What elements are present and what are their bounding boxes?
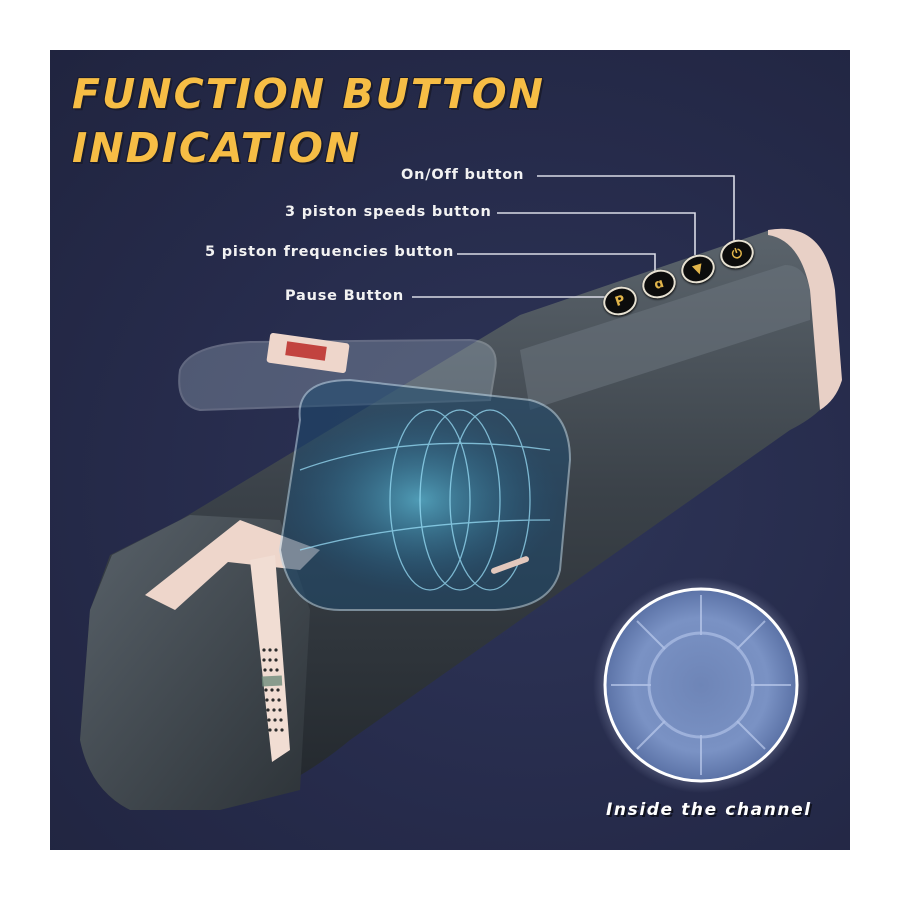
inset-caption: Inside the channel <box>606 800 812 820</box>
title-line-2: INDICATION <box>72 124 362 172</box>
callout-on-off: On/Off button <box>401 167 525 183</box>
title-line-1: FUNCTION BUTTON <box>72 70 545 118</box>
device-illustration <box>80 175 842 811</box>
infographic-panel: FUNCTION BUTTON INDICATION On/Off button… <box>50 50 850 850</box>
callout-pause: Pause Button <box>285 288 404 304</box>
callout-piston-speeds: 3 piston speeds button <box>285 204 492 220</box>
callout-piston-frequencies: 5 piston frequencies button <box>205 244 455 260</box>
